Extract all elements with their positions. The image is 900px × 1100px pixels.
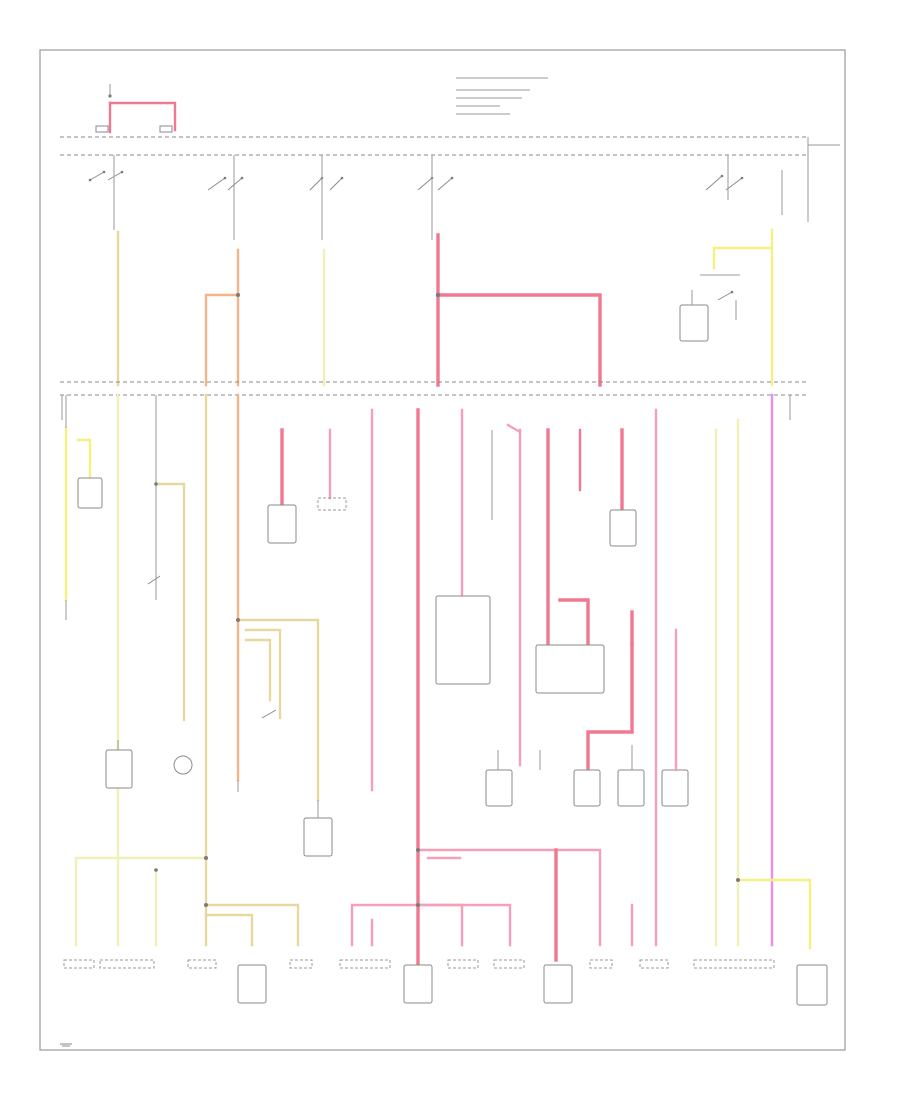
connector-icon <box>693 959 775 969</box>
connector-icon <box>447 959 479 969</box>
right-mid-relays <box>485 610 689 807</box>
switch-icon <box>329 176 344 191</box>
connector-icon <box>493 959 525 969</box>
switch-icon <box>88 170 106 182</box>
switch-icon <box>717 290 734 301</box>
connector-icon <box>187 959 217 969</box>
relay-icon <box>609 509 637 547</box>
ground-icon <box>60 1043 72 1047</box>
switch-icon <box>227 176 244 191</box>
switch-icon <box>261 709 277 719</box>
lower-distribution <box>350 848 634 962</box>
switch-icon <box>417 176 434 191</box>
switch-icon <box>309 176 324 191</box>
main-feed-wires <box>116 228 774 387</box>
connector-icon <box>639 959 669 969</box>
relay-icon <box>485 769 513 807</box>
connector-icon <box>99 959 155 969</box>
relay-icon <box>796 964 828 1006</box>
connector-icon <box>317 497 347 511</box>
upper-fuse-block-boundary <box>60 136 840 222</box>
connector-icon <box>63 959 95 969</box>
relay-icon <box>573 769 601 807</box>
upper-right-relays <box>679 290 737 342</box>
bottom-connector-row <box>63 959 828 1006</box>
relay-icon <box>543 964 573 1004</box>
connector-icon <box>77 477 103 509</box>
connector-icon <box>289 959 313 969</box>
lamp-icon <box>173 755 193 775</box>
relay-icon <box>403 964 433 1004</box>
battery-feed <box>95 84 177 134</box>
module-icon <box>435 595 491 685</box>
switch-icon <box>107 170 124 181</box>
relay-icon <box>617 769 645 807</box>
relay-icon <box>679 304 709 342</box>
switch-icon <box>437 176 454 191</box>
relay-icon <box>303 817 333 857</box>
fuse-icon <box>159 125 173 133</box>
mid-components <box>105 709 333 857</box>
switch-icon <box>207 176 227 191</box>
ignition-switch <box>88 155 783 240</box>
relay-icon <box>267 504 297 544</box>
connector-icon <box>339 959 391 969</box>
branch-circuits <box>64 393 812 977</box>
relay-icon <box>105 749 133 789</box>
module-icon <box>535 644 605 694</box>
switch-icon <box>147 575 161 585</box>
lower-left-distribution <box>74 856 300 947</box>
lower-fuse-block-boundary <box>60 381 808 420</box>
diagram-frame <box>39 49 846 1051</box>
fuse-icon <box>95 125 109 133</box>
connector-icon <box>589 959 613 969</box>
legend-box <box>456 77 548 115</box>
relay-icon <box>237 964 267 1004</box>
switch-icon <box>705 174 724 191</box>
switch-icon <box>725 176 744 191</box>
relay-icon <box>661 769 689 807</box>
